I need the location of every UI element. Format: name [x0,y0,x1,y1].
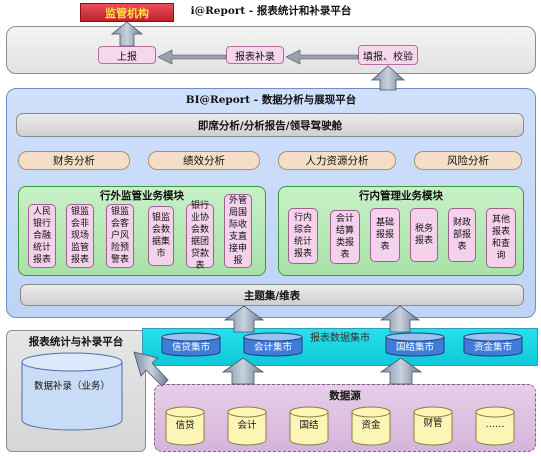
internal-module [278,186,524,276]
module-item[interactable]: 银行业协会数据团贷款表 [186,201,214,271]
internal-module-title: 行内管理业务模块 [359,189,443,202]
source-item: 财管 [423,418,443,429]
up-arrow [370,65,406,91]
ireport-title: i@Report - 报表统计和补录平台 [190,4,352,17]
risk-analysis[interactable]: 风险分析 [414,151,522,170]
diagonal-arrow [133,351,169,387]
database-icon [385,332,445,357]
platform-title: 报表统计与补录平台 [28,335,124,348]
theme-bar: 主题集/维表 [20,284,524,306]
up-arrow [221,357,265,385]
up-arrow [379,357,423,385]
module-item[interactable]: 财政部报表 [448,208,476,262]
up-arrow [110,21,144,47]
database-icon [161,332,221,357]
cylinder-label: 信贷集市 [171,342,210,353]
module-item[interactable]: 外管局国际收支直接申报 [224,194,252,268]
fill-validate-button[interactable]: 填报、校验 [358,45,418,65]
up-arrow [223,305,265,333]
database-icon [463,332,523,357]
cylinder-label: 国结集市 [395,342,434,353]
report-supplement-button[interactable]: 报表补录 [226,46,284,64]
source-cylinders [165,406,515,446]
module-item[interactable]: 银监会数据集市 [148,206,174,266]
supplement-db-label: 数据补录（业务） [33,381,110,392]
module-item[interactable]: 会计结算类报表 [330,210,360,264]
cylinder-label: 会计集市 [253,342,292,353]
data-source-panel [154,384,536,452]
source-item: 国结 [299,420,319,431]
performance-analysis[interactable]: 绩效分析 [148,151,260,170]
cylinder-label: 资金集市 [473,342,512,353]
hr-analysis[interactable]: 人力资源分析 [278,151,396,170]
financial-analysis[interactable]: 财务分析 [18,151,130,170]
source-item: …… [485,418,505,430]
cockpit-bar: 即席分析/分析报告/领导驾驶舱 [16,113,524,137]
module-item[interactable]: 行内综合统计报表 [288,208,318,264]
module-item[interactable]: 人民银行合融统计报表 [28,204,56,268]
module-item[interactable]: 其他报表和查询 [486,208,516,268]
left-arrow [157,49,227,65]
left-arrow [285,49,359,65]
report-upload-button[interactable]: 上报 [98,46,156,64]
data-source-title: 数据源 [329,389,361,402]
external-module-title: 行外监管业务模块 [100,189,184,202]
module-item[interactable]: 税务报表 [410,208,438,262]
module-item[interactable]: 银监会非现场监管报表 [66,204,94,268]
module-item[interactable]: 基础报报表 [370,208,400,262]
bi-title: BI@Report - 数据分析与展现平台 [185,93,357,106]
database-icon [243,332,303,357]
module-item[interactable]: 银监会客户风险预警表 [106,204,134,268]
supplement-db-icon [21,352,123,431]
source-item: 资金 [361,420,381,431]
up-arrow [379,305,421,333]
data-mart-title: 报表数据集市 [310,332,370,344]
source-item: 信贷 [175,420,195,431]
source-item: 会计 [237,420,257,431]
